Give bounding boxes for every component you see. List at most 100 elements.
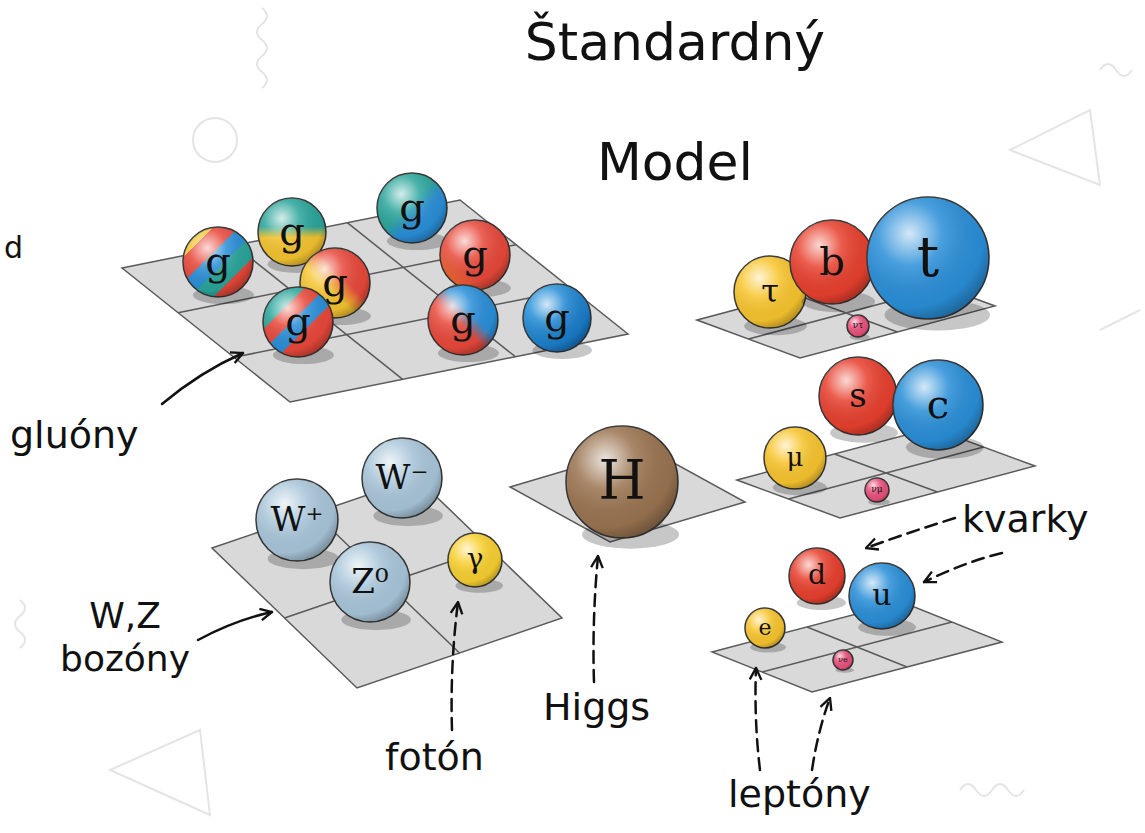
particle-symbol: s [849, 378, 866, 412]
ball-body [789, 548, 845, 604]
ball-body [745, 608, 785, 648]
particle-symbol: H [598, 454, 645, 508]
particle-symbol: g [322, 262, 348, 302]
particle-symbol: Z⁰ [351, 564, 388, 598]
ball-body [893, 360, 983, 450]
leader-arrow [452, 602, 458, 730]
background-doodle [1100, 64, 1132, 76]
particle-symbol: c [927, 384, 949, 424]
ball-shine [448, 533, 502, 587]
particle-symbol: g [399, 187, 425, 227]
ball-body [790, 220, 874, 304]
ball-body [377, 173, 447, 243]
particle-ball: g [439, 219, 511, 291]
gluon-plate [122, 200, 628, 402]
particle-symbol: ντ [853, 321, 863, 330]
particle-symbol: g [450, 299, 476, 339]
particle-symbol: τ [761, 275, 779, 307]
ball-shine [764, 427, 826, 489]
ball-shine [330, 542, 410, 622]
ball-body [523, 284, 591, 352]
label: gluóny [10, 413, 139, 459]
particle-ball: νμ [864, 477, 890, 503]
particle-ball: ντ [846, 314, 870, 338]
plate-grid-line [235, 245, 403, 379]
particle-ball: g [427, 284, 499, 356]
ball-shine [428, 285, 498, 355]
leader-arrow [198, 612, 272, 640]
ball-body [867, 197, 989, 319]
ball-body [847, 315, 869, 337]
leader-arrow [866, 518, 955, 548]
ball-shine [819, 357, 897, 435]
ball-shine [847, 315, 869, 337]
ball-shine [789, 548, 845, 604]
ball-body [849, 563, 915, 629]
label: W,Z bozóny [50, 594, 200, 680]
particle-symbol: γ [467, 545, 484, 573]
particle-ball: d [788, 547, 846, 605]
leader-arrow [924, 553, 1002, 582]
background-doodle [110, 730, 210, 815]
particle-ball: g [262, 286, 334, 358]
particle-ball: c [892, 359, 984, 451]
ball-shine [183, 227, 253, 297]
label: kvarky [962, 497, 1089, 543]
particle-ball: W⁺ [255, 478, 339, 562]
background-doodle [1100, 310, 1140, 330]
ball-shine [523, 284, 591, 352]
background-doodle [960, 784, 1024, 796]
ball-body [764, 427, 826, 489]
leader-arrow [162, 353, 243, 404]
particle-ball: W⁻ [361, 437, 443, 519]
particle-symbol: νe [838, 656, 848, 664]
leader-arrow [594, 556, 599, 682]
particle-symbol: g [279, 211, 305, 251]
background-doodle [257, 8, 267, 88]
particle-symbol: μ [787, 444, 804, 470]
background-doodle [1010, 110, 1100, 185]
particle-symbol: t [917, 229, 940, 285]
particle-ball: μ [763, 426, 827, 490]
label: leptóny [728, 772, 871, 818]
particle-ball: g [182, 226, 254, 298]
particle-ball: u [848, 562, 916, 630]
particle-ball: e [744, 607, 786, 649]
ball-body [330, 542, 410, 622]
ball-body [819, 357, 897, 435]
leader-arrow [812, 698, 830, 770]
particle-symbol: d [808, 561, 826, 589]
ball-body [263, 287, 333, 357]
particle-symbol: g [285, 301, 311, 341]
ball-shine [377, 173, 447, 243]
particle-ball: s [818, 356, 898, 436]
label: fotón [385, 735, 484, 781]
label: d [4, 230, 23, 266]
title: Štandardný Model [505, 0, 845, 222]
particle-symbol: W⁺ [271, 502, 324, 536]
ball-body [440, 220, 510, 290]
ball-shine [263, 287, 333, 357]
leader-arrow [756, 668, 761, 770]
ball-body [566, 426, 678, 538]
ball-shine [745, 608, 785, 648]
particle-ball: g [522, 283, 592, 353]
ball-shine [849, 563, 915, 629]
particle-symbol: g [544, 297, 570, 337]
particle-symbol: g [205, 241, 231, 281]
ball-shine [833, 650, 853, 670]
particle-ball: Z⁰ [329, 541, 411, 623]
particle-symbol: e [758, 617, 771, 639]
ball-body [865, 478, 889, 502]
particle-ball: b [789, 219, 875, 305]
particle-ball: νe [832, 649, 854, 671]
ball-shine [440, 220, 510, 290]
ball-body [448, 533, 502, 587]
background-doodle [15, 600, 25, 648]
particle-ball: H [565, 425, 679, 539]
particle-symbol: νμ [871, 485, 882, 494]
ball-shine [256, 479, 338, 561]
particle-ball: γ [447, 532, 503, 588]
ball-body [428, 285, 498, 355]
